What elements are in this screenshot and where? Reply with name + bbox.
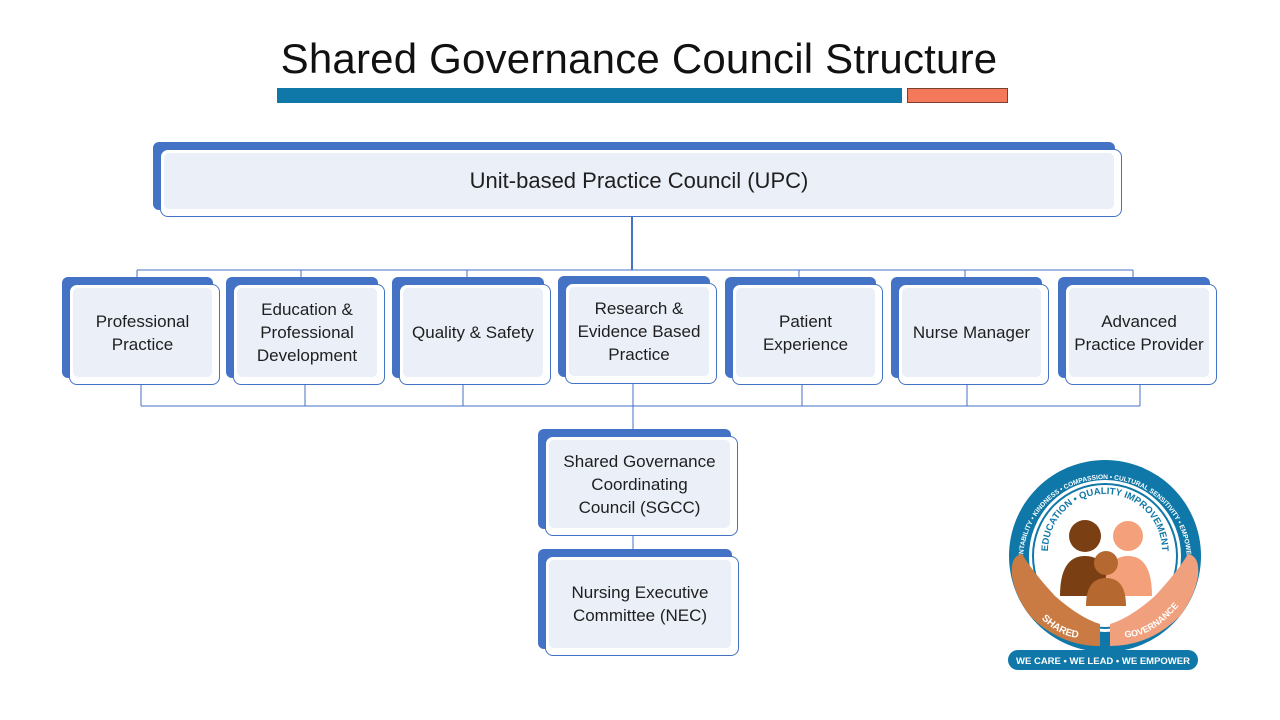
box-face: Unit-based Practice Council (UPC) bbox=[160, 149, 1122, 217]
shared-governance-logo: ACCOUNTABILITY • KINDNESS • COMPASSION •… bbox=[1000, 446, 1201, 670]
right-hand-icon bbox=[1110, 554, 1199, 646]
logo-banner bbox=[1008, 650, 1198, 670]
box-face: Nurse Manager bbox=[898, 284, 1049, 385]
box-face: Education & Professional Development bbox=[233, 284, 385, 385]
box-face: Advanced Practice Provider bbox=[1065, 284, 1217, 385]
sgcc-label: Shared Governance Coordinating Council (… bbox=[549, 440, 730, 528]
upc-label: Unit-based Practice Council (UPC) bbox=[164, 153, 1114, 209]
council-label: Research & Evidence Based Practice bbox=[569, 287, 709, 376]
council-box-professional-practice: Professional Practice bbox=[62, 277, 220, 385]
council-box-advanced-practice-provider: Advanced Practice Provider bbox=[1058, 277, 1217, 385]
logo-banner-text: WE CARE • WE LEAD • WE EMPOWER bbox=[1016, 656, 1190, 667]
council-label: Patient Experience bbox=[736, 288, 875, 377]
nec-label: Nursing Executive Committee (NEC) bbox=[549, 560, 731, 648]
family-icon bbox=[1060, 520, 1152, 606]
page-title: Shared Governance Council Structure bbox=[280, 35, 998, 82]
box-face: Professional Practice bbox=[69, 284, 220, 385]
council-label: Advanced Practice Provider bbox=[1069, 288, 1209, 377]
box-face: Quality & Safety bbox=[399, 284, 551, 385]
sgcc-box: Shared Governance Coordinating Council (… bbox=[538, 429, 738, 536]
upc-box: Unit-based Practice Council (UPC) bbox=[153, 142, 1122, 217]
council-box-research-ebp: Research & Evidence Based Practice bbox=[558, 276, 717, 384]
council-label: Professional Practice bbox=[73, 288, 212, 377]
council-box-patient-experience: Patient Experience bbox=[725, 277, 883, 385]
council-label: Education & Professional Development bbox=[237, 288, 377, 377]
title-underline-orange bbox=[907, 88, 1008, 103]
title-underline-blue bbox=[277, 88, 902, 103]
box-face: Nursing Executive Committee (NEC) bbox=[545, 556, 739, 656]
council-box-nurse-manager: Nurse Manager bbox=[891, 277, 1049, 385]
box-face: Patient Experience bbox=[732, 284, 883, 385]
box-face: Research & Evidence Based Practice bbox=[565, 283, 717, 384]
council-label: Nurse Manager bbox=[902, 288, 1041, 377]
council-box-quality-safety: Quality & Safety bbox=[392, 277, 551, 385]
left-hand-icon bbox=[1011, 554, 1100, 646]
box-face: Shared Governance Coordinating Council (… bbox=[545, 436, 738, 536]
council-box-education: Education & Professional Development bbox=[226, 277, 385, 385]
nec-box: Nursing Executive Committee (NEC) bbox=[538, 549, 739, 656]
council-label: Quality & Safety bbox=[403, 288, 543, 377]
